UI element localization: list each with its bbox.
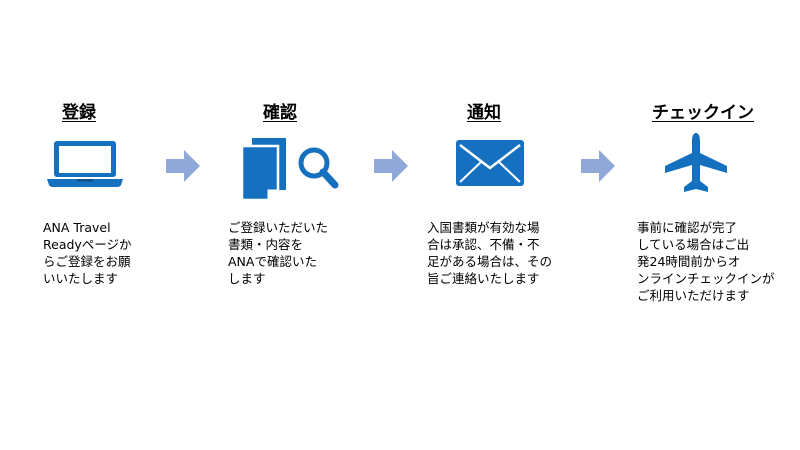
- step-desc-confirm: ご登録いただいた 書類・内容を ANAで確認いた します: [228, 220, 329, 286]
- step-desc-register: ANA Travel Readyページか らご登録をお願 いいたします: [43, 220, 132, 286]
- document-search-icon: [238, 138, 340, 206]
- step-title-notify: 通知: [467, 103, 501, 123]
- flow-arrow-1: [166, 150, 200, 186]
- step-title-checkin: チェックイン: [652, 103, 754, 123]
- step-title-register: 登録: [62, 103, 96, 123]
- envelope-icon: [456, 140, 524, 190]
- step-desc-notify: 入国書類が有効な場 合は承認、不備・不 足がある場合は、その 旨ご連絡いたします: [427, 220, 553, 286]
- laptop-icon: [47, 139, 123, 191]
- flow-arrow-2: [374, 150, 408, 186]
- step-title-confirm: 確認: [263, 103, 297, 123]
- step-desc-checkin: 事前に確認が完了 している場合はご出 発24時間前からオ ンラインチェックインが…: [637, 220, 775, 303]
- flow-arrow-3: [581, 150, 615, 186]
- airplane-icon: [663, 131, 729, 197]
